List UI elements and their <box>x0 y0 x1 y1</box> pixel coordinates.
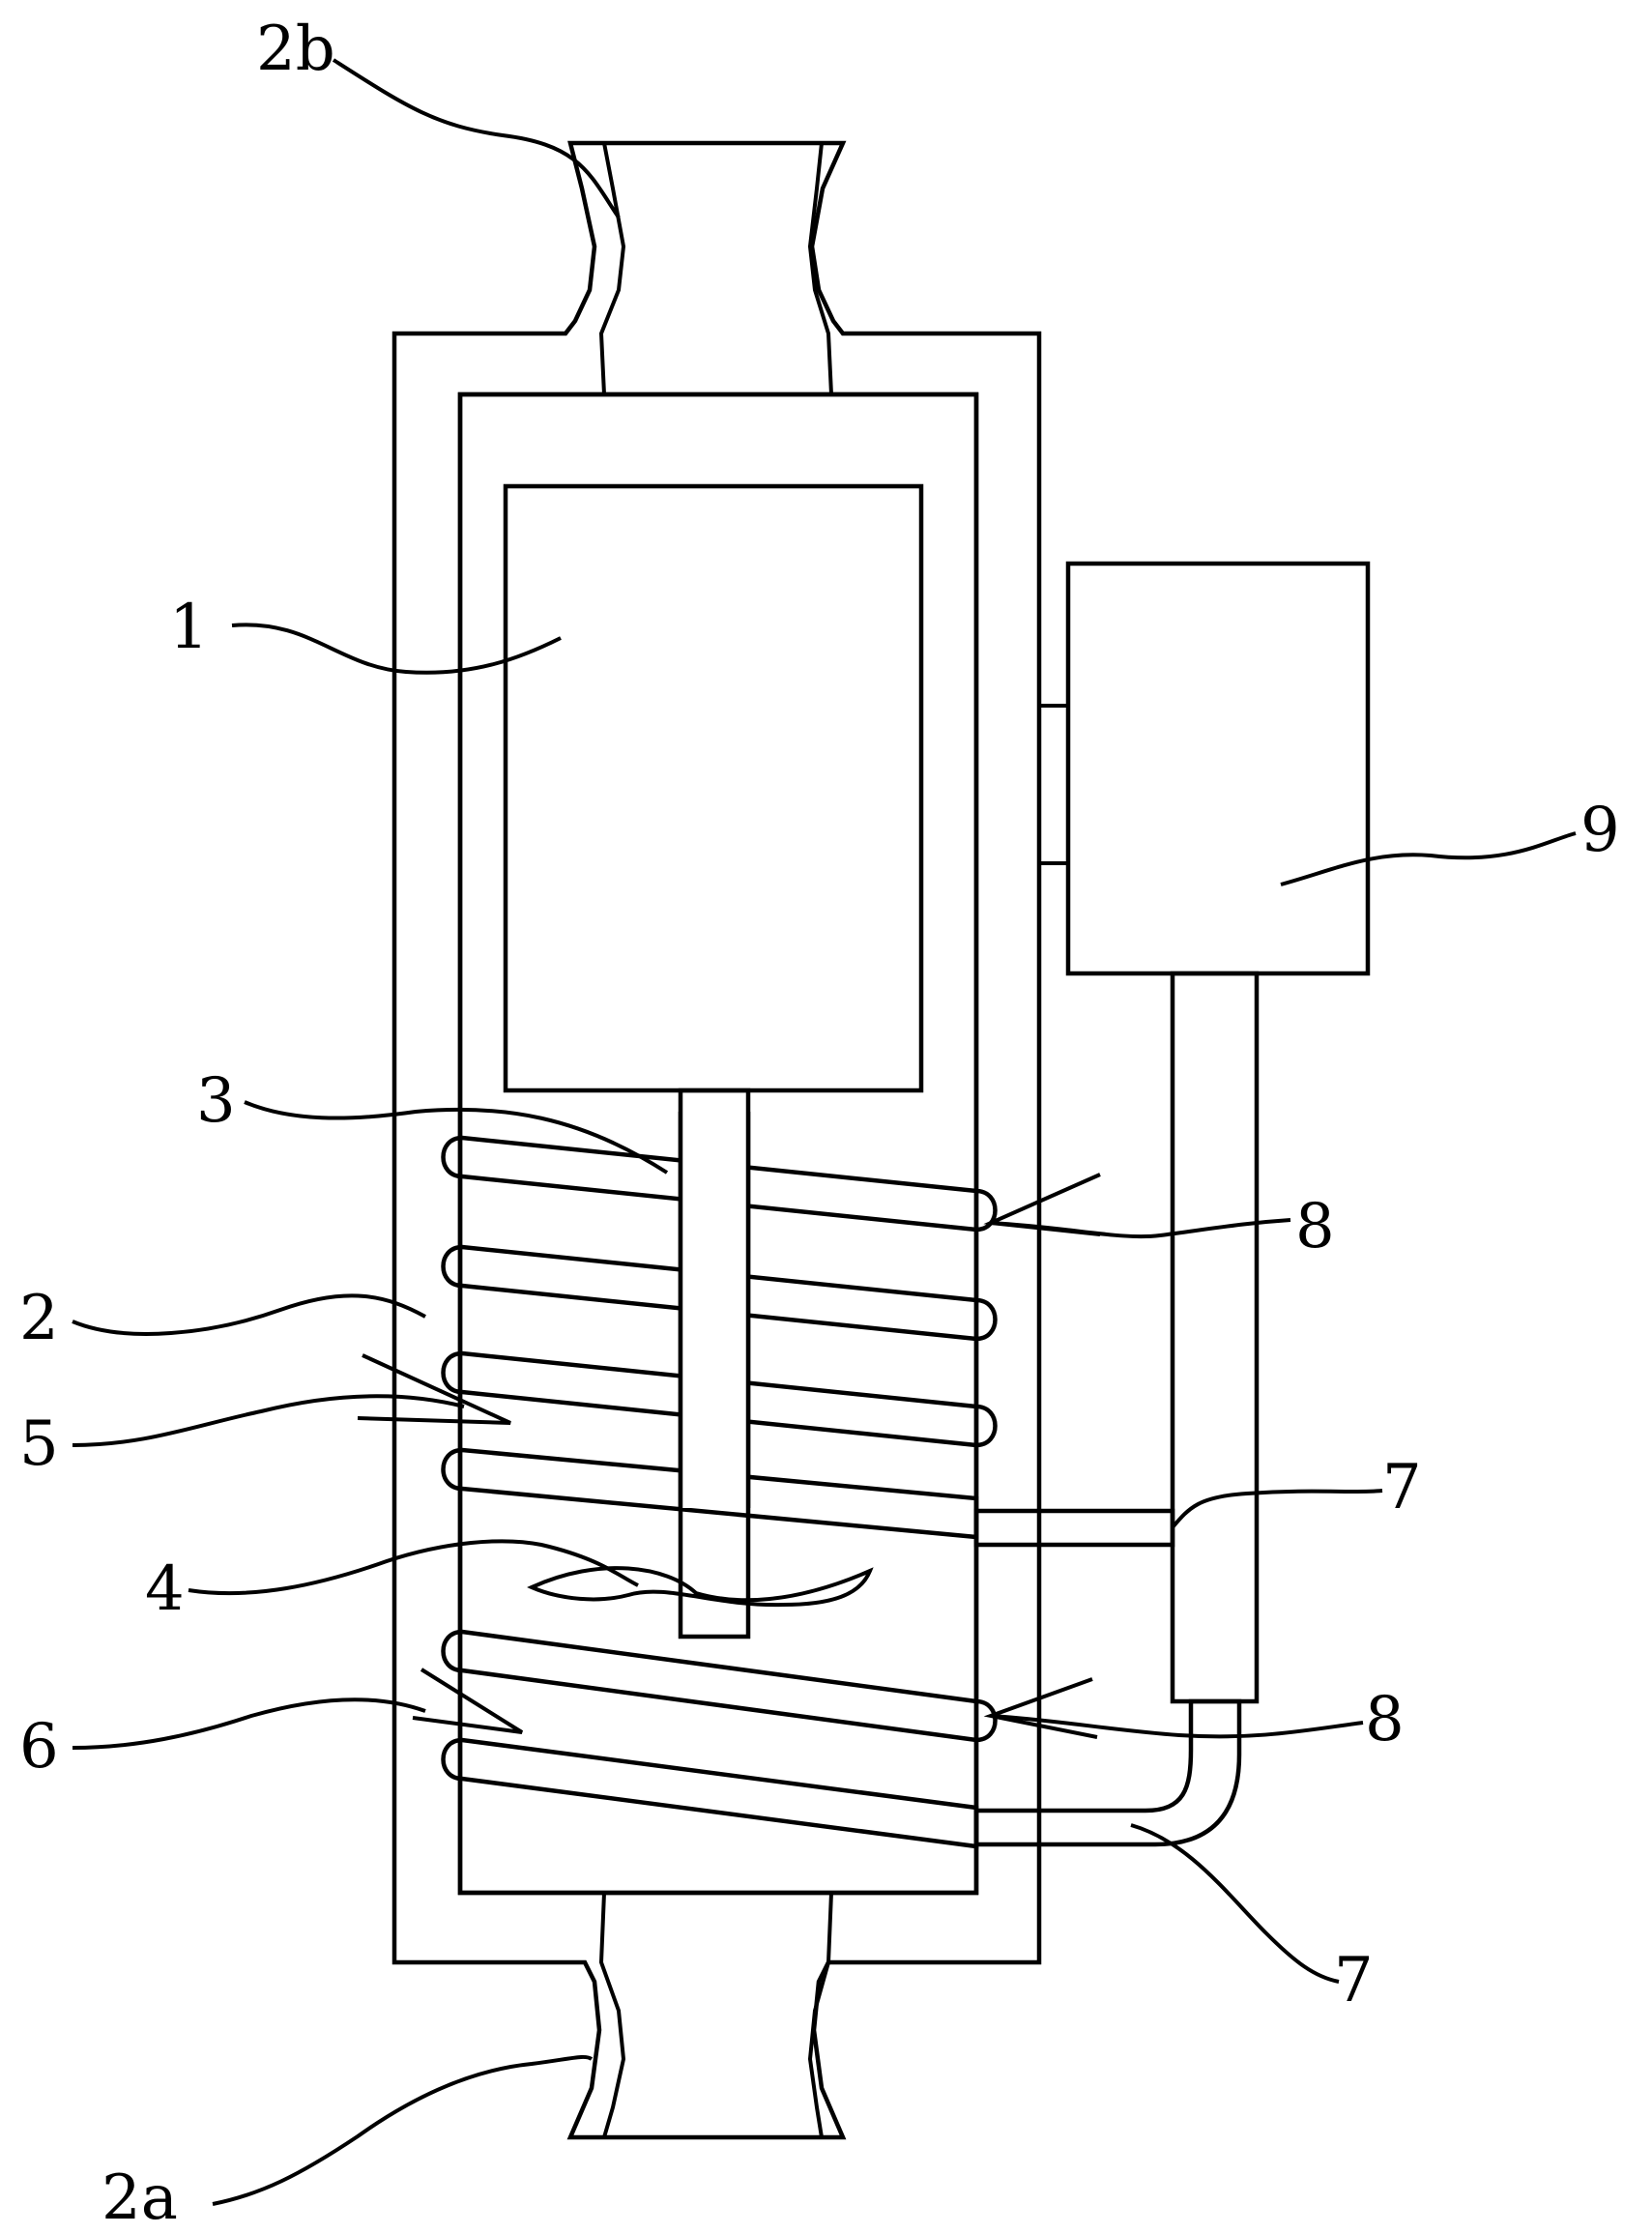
inlet-neck-channel <box>598 1891 834 2139</box>
label-8-lower: 8 <box>1365 1684 1405 1755</box>
leader-8-upper <box>990 1218 1291 1239</box>
leader-4 <box>188 1539 639 1596</box>
label-4: 4 <box>145 1553 185 1625</box>
leader-2b <box>332 58 621 219</box>
arrow-lower <box>983 1677 1098 1739</box>
arrow-coil-5 <box>357 1353 511 1425</box>
motor <box>503 483 924 1093</box>
label-2b: 2b <box>256 14 335 85</box>
leader-3 <box>244 1100 669 1175</box>
outlet-neck-channel <box>598 141 834 396</box>
controller-box <box>1065 561 1371 976</box>
pipes <box>973 971 1260 1847</box>
leader-1 <box>231 623 562 675</box>
inner-chamber <box>457 392 979 1896</box>
lower-coil <box>441 1629 998 1849</box>
leader-8-lower <box>990 1714 1364 1739</box>
pipe-upper <box>973 1508 1175 1548</box>
label-6: 6 <box>19 1711 59 1783</box>
leader-2 <box>72 1293 426 1336</box>
leader-lines <box>72 58 1577 2206</box>
leader-7-lower <box>1130 1823 1340 1984</box>
vertical-tube <box>1170 971 1260 1704</box>
arrow-coil-6 <box>412 1668 524 1734</box>
leader-5 <box>72 1394 465 1447</box>
label-1: 1 <box>169 592 209 663</box>
label-8-upper: 8 <box>1295 1191 1335 1262</box>
label-7-lower: 7 <box>1334 1945 1374 2016</box>
labels: 2b 1 9 3 8 2 5 7 4 8 6 7 2a <box>19 14 1620 2234</box>
leader-9 <box>1280 831 1577 886</box>
label-2a: 2a <box>101 2162 178 2234</box>
pipe-lower <box>973 1698 1242 1847</box>
label-9: 9 <box>1580 795 1620 866</box>
leader-7-upper <box>1171 1489 1383 1529</box>
label-7-upper: 7 <box>1382 1452 1422 1523</box>
label-2: 2 <box>19 1283 59 1354</box>
leader-6 <box>72 1697 426 1750</box>
label-3: 3 <box>196 1065 236 1137</box>
leader-2a <box>212 2054 594 2206</box>
upper-coil <box>441 1112 998 1540</box>
label-5: 5 <box>19 1408 59 1480</box>
impeller <box>527 1566 874 1608</box>
controller <box>1037 561 1371 976</box>
